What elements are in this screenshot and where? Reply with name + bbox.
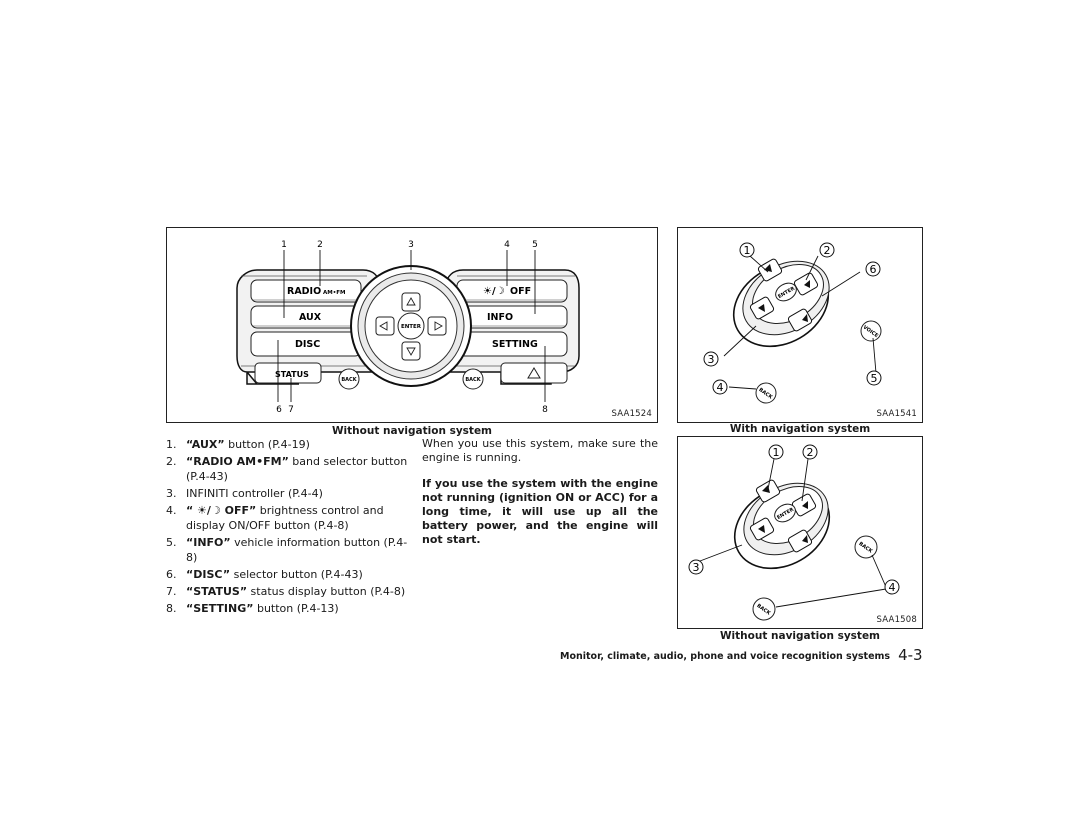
callout-4: 4 — [889, 581, 896, 594]
callout-3: 3 — [708, 353, 715, 366]
back-button-right-label: BACK — [465, 377, 481, 383]
list-item: 1.“AUX” button (P.4-19) — [166, 438, 310, 451]
page-number: 4-3 — [898, 646, 923, 664]
figure-controller-without-nav: 1 2 3 4 ENTER BACK BACK SAA1508 — [677, 436, 923, 629]
figure-control-panel: 1 2 3 4 5 6 7 8 RADIO AM•FM ☀/☽ OFF AUX … — [166, 227, 658, 423]
status-button-label: STATUS — [275, 370, 309, 379]
enter-button-label: ENTER — [401, 324, 422, 330]
button-list: 1.“AUX” button (P.4-19) 2.“RADIO AM•FM” … — [166, 437, 410, 618]
callout-8: 8 — [542, 405, 548, 415]
callout-3: 3 — [408, 240, 414, 250]
list-item: 2.“RADIO AM•FM” band selector button (P.… — [166, 455, 408, 483]
callout-1: 1 — [773, 446, 780, 459]
callout-5: 5 — [532, 240, 538, 250]
figure-code: SAA1508 — [876, 615, 917, 625]
disc-button-label: DISC — [295, 339, 320, 350]
callout-4: 4 — [504, 240, 510, 250]
figure-code: SAA1541 — [876, 409, 917, 419]
controller-without-nav-illustration: 1 2 3 4 ENTER BACK BACK — [688, 444, 900, 621]
radio-sub-label: AM•FM — [323, 290, 345, 296]
brightness-icon: ☀/☽ — [483, 286, 505, 297]
radio-button-label: RADIO — [287, 286, 321, 297]
figure2-caption: With navigation system — [729, 423, 871, 435]
list-item: 5.“INFO” vehicle information button (P.4… — [166, 536, 408, 564]
callout-2: 2 — [317, 240, 323, 250]
callout-1: 1 — [744, 244, 751, 257]
callout-5: 5 — [871, 372, 878, 385]
off-button-label: OFF — [510, 286, 531, 297]
engine-running-note: When you use this system, make sure the … — [422, 437, 658, 464]
section-title: Monitor, climate, audio, phone and voice… — [560, 651, 891, 662]
controller-with-nav-illustration: 1 2 6 3 5 4 ENTER VOICE BACK — [703, 242, 882, 404]
list-item: 8.“SETTING” button (P.4-13) — [166, 602, 339, 615]
list-item: 3.INFINITI controller (P.4-4) — [166, 487, 323, 500]
list-item: 4.“ ☀/☽ OFF” brightness control and disp… — [166, 504, 384, 532]
callout-2: 2 — [807, 446, 814, 459]
figure1-caption: Without navigation system — [331, 425, 493, 437]
setting-button-label: SETTING — [492, 339, 538, 350]
callout-2: 2 — [824, 244, 831, 257]
info-button-label: INFO — [487, 312, 513, 323]
list-item: 6.“DISC” selector button (P.4-43) — [166, 568, 363, 581]
callout-4: 4 — [717, 381, 724, 394]
list-item: 7.“STATUS” status display button (P.4-8) — [166, 585, 406, 598]
figure-controller-with-nav: 1 2 6 3 5 4 ENTER VOICE BACK SAA1541 — [677, 227, 923, 423]
figure-code: SAA1524 — [611, 409, 652, 419]
figure3-caption: Without navigation system — [719, 630, 881, 642]
aux-button-label: AUX — [299, 312, 322, 323]
page-footer: Monitor, climate, audio, phone and voice… — [560, 646, 923, 664]
back-button-left-label: BACK — [341, 377, 357, 383]
callout-3: 3 — [693, 561, 700, 574]
callout-7: 7 — [288, 405, 294, 415]
callout-6: 6 — [276, 405, 282, 415]
engine-note: When you use this system, make sure the … — [422, 437, 658, 559]
callout-6: 6 — [870, 263, 877, 276]
control-panel-illustration: 1 2 3 4 5 6 7 8 RADIO AM•FM ☀/☽ OFF AUX … — [236, 240, 580, 415]
callout-1: 1 — [281, 240, 287, 250]
battery-warning: If you use the system with the engine no… — [422, 477, 658, 546]
